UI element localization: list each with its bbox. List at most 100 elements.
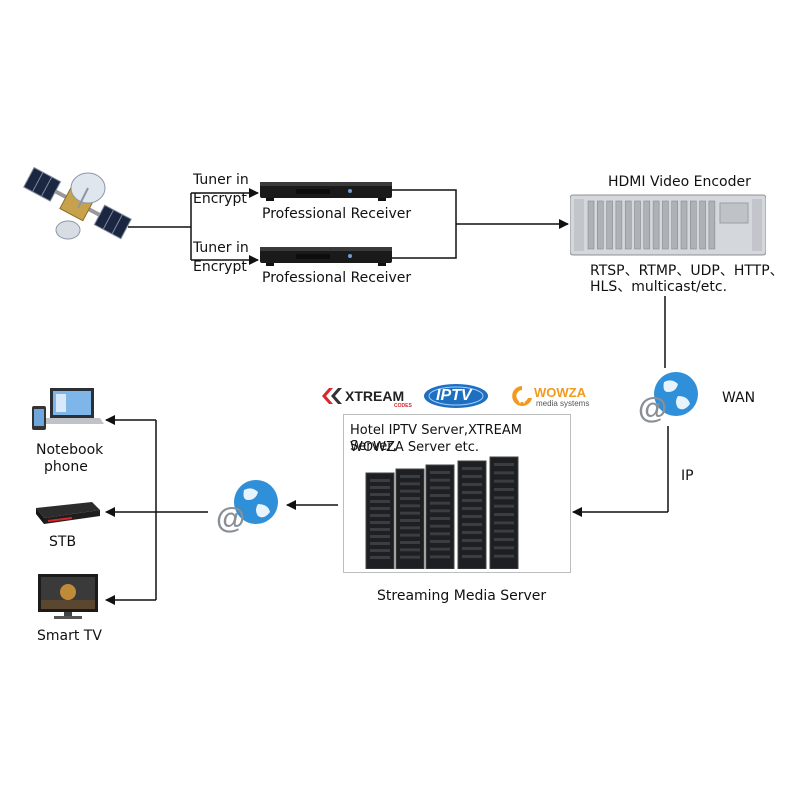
server-rack-unit [462,507,482,510]
wan-label: WAN [722,390,756,406]
server-rack-unit [400,482,420,486]
encoder-card-slot [652,200,660,250]
server-rack-unit [430,509,450,513]
server-rack-unit [370,493,390,496]
server-rack-unit [494,546,514,550]
server-rack-unit [494,521,514,525]
laptop-phone-icon [32,388,104,430]
server-rack-unit [400,555,420,559]
server-rack-unit [370,486,390,489]
encoder-card-slot [634,200,641,250]
server-rack-unit [370,507,390,510]
encoder-card-slot [643,200,651,250]
server-rack-unit [430,501,450,505]
server-rack-unit [430,517,450,520]
server-rack-unit [494,538,514,541]
server-rack-unit [400,489,420,493]
iptv-logo-icon [424,384,488,408]
server-rack-unit [370,535,390,538]
encoder-protocols-line2: HLS、multicast/etc. [590,279,728,295]
encoder-rack-icon [570,194,766,256]
svg-text:@: @ [216,502,245,534]
server-rack-unit [462,531,482,534]
server-rack-unit [494,554,514,558]
encoder-card-slot [680,200,688,250]
encoder-card-slot [699,200,706,250]
server-rack-unit [494,504,514,508]
server-rack-unit [400,548,420,552]
encoder-title: HDMI Video Encoder [608,174,751,190]
encoder-card-slot [615,200,623,250]
server-rack-unit [462,499,482,502]
wowza-logo-text: WOWZA [534,385,586,400]
server-rack-unit [430,478,450,482]
server-rack-unit [400,533,420,537]
server-rack-unit [494,471,514,475]
encoder-card-slot [690,200,697,250]
line-receiver-top-out [392,189,457,259]
server-rack-unit [430,471,450,474]
server-rack-unit [400,519,420,522]
server-rack-unit [462,523,482,526]
notebook-label-line1: Notebook [36,442,104,458]
server-rack-unit [494,513,514,516]
receiver-bottom-label: Professional Receiver [262,270,412,286]
iptv-logo-text: IPTV [436,387,472,404]
streaming-server-box: Hotel IPTV Server,XTREAM Server, WOWZA S… [343,414,571,573]
server-rack-unit [400,475,420,478]
notebook-label-line2: phone [44,459,88,475]
server-rack-unit [430,547,450,551]
server-rack-unit [430,555,450,559]
server-rack-unit [494,488,514,491]
encoder-card-slot [624,200,632,250]
smart-tv-icon [38,574,98,619]
server-rack-unit [462,515,482,518]
encoder-card-slot [662,200,669,250]
smart-tv-label: Smart TV [37,628,102,644]
tuner-bottom-label-line1: Tuner in [193,240,249,256]
server-rack-icon [365,456,519,569]
encoder-protocols-line1: RTSP、RTMP、UDP、HTTP、 [590,263,784,279]
encoder-card-slot [671,200,678,250]
stb-label: STB [49,534,77,550]
globe-at-icon: @ [216,480,278,534]
encoder-card-slot [708,200,716,250]
tuner-top-label-line1: Tuner in [193,172,249,188]
server-rack-unit [462,467,482,470]
globe-at-icon: @ [638,372,698,424]
server-rack-unit [370,556,390,559]
encoder-card-slot [587,200,595,250]
server-rack-unit [462,491,482,494]
server-rack-unit [370,549,390,552]
server-rack-unit [494,496,514,500]
encoder-card-slot [606,200,613,250]
encoder-card-slot [597,200,604,250]
receiver-device-icon [260,247,392,266]
ip-label: IP [681,468,694,484]
xtream-logo-icon [322,388,342,404]
server-rack-unit [494,479,514,483]
server-rack-unit [370,521,390,524]
tuner-bottom-label-line2: Encrypt [193,259,247,275]
server-box-line1: Hotel IPTV Server,XTREAM Server, [350,423,522,454]
wowza-logo-icon [512,386,532,406]
server-rack-unit [400,541,420,544]
server-rack-unit [462,475,482,478]
server-rack-unit [370,514,390,517]
server-rack-unit [400,504,420,508]
set-top-box-icon [36,502,100,524]
server-rack-unit [430,494,450,497]
server-rack-unit [430,486,450,490]
server-rack-unit [400,497,420,500]
svg-text:@: @ [638,392,667,424]
server-rack-unit [370,500,390,503]
server-rack-unit [430,540,450,543]
server-rack-unit [494,463,514,466]
server-caption: Streaming Media Server [377,588,547,604]
server-rack-unit [370,542,390,545]
server-rack-unit [430,532,450,536]
server-rack-unit [462,483,482,486]
receiver-device-icon [260,182,392,201]
server-rack-unit [370,528,390,531]
